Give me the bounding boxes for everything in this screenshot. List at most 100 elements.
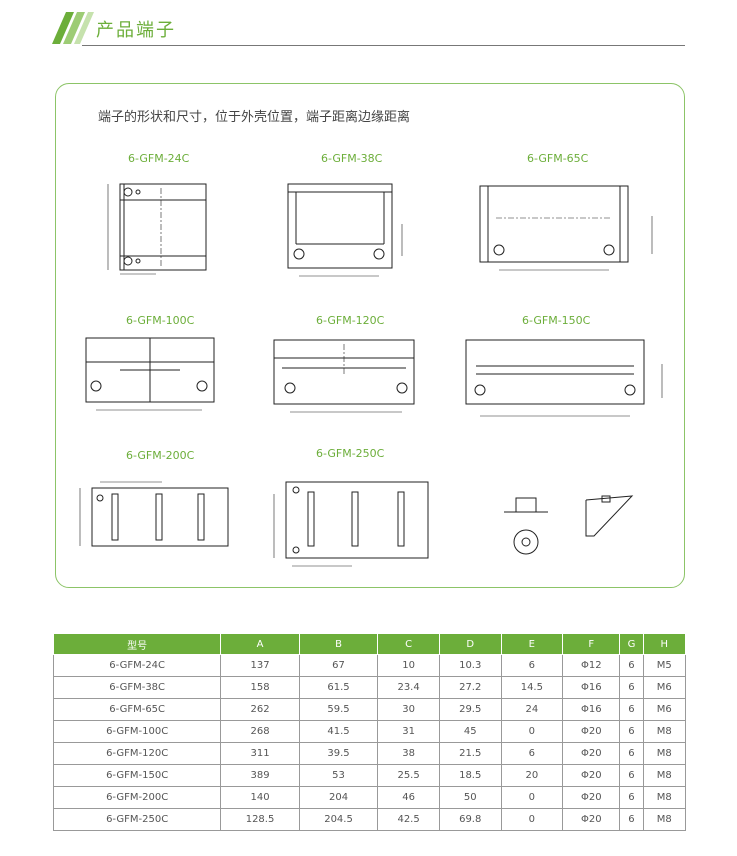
value-cell: 389 [220, 764, 300, 787]
value-cell: 6 [500, 742, 564, 765]
value-cell: 69.8 [438, 808, 502, 831]
value-cell: M5 [642, 654, 687, 677]
value-cell: 18.5 [438, 764, 502, 787]
value-cell: 204.5 [298, 808, 379, 831]
value-cell: M8 [642, 720, 687, 743]
value-cell: 204 [298, 786, 379, 809]
value-cell: 21.5 [438, 742, 502, 765]
value-cell: 50 [438, 786, 502, 809]
value-cell: Φ16 [562, 676, 621, 699]
value-cell: 38 [377, 742, 440, 765]
drawing-38c [287, 183, 403, 277]
model-cell: 6-GFM-120C [52, 742, 222, 765]
value-cell: 30 [377, 698, 440, 721]
slash-decoration-icon [52, 12, 94, 44]
value-cell: M8 [642, 742, 687, 765]
model-label-100c: 6-GFM-100C [126, 314, 195, 327]
value-cell: M8 [642, 764, 687, 787]
value-cell: 311 [220, 742, 300, 765]
value-cell: 20 [500, 764, 564, 787]
header-rule [82, 45, 685, 46]
model-label-38c: 6-GFM-38C [321, 152, 383, 165]
value-cell: 10 [377, 654, 440, 677]
model-label-65c: 6-GFM-65C [527, 152, 589, 165]
value-cell: 6 [619, 676, 644, 699]
value-cell: M8 [642, 786, 687, 809]
value-cell: 6 [619, 742, 644, 765]
value-cell: 6 [619, 720, 644, 743]
value-cell: 137 [220, 654, 300, 677]
col-header-f: F [562, 633, 621, 655]
model-label-120c: 6-GFM-120C [316, 314, 385, 327]
value-cell: M6 [642, 698, 687, 721]
value-cell: 53 [298, 764, 379, 787]
value-cell: 268 [220, 720, 300, 743]
model-cell: 6-GFM-65C [52, 698, 222, 721]
drawing-100c [85, 337, 215, 411]
model-label-24c: 6-GFM-24C [128, 152, 190, 165]
value-cell: 158 [220, 676, 300, 699]
value-cell: Φ12 [562, 654, 621, 677]
value-cell: 128.5 [220, 808, 300, 831]
value-cell: Φ20 [562, 720, 621, 743]
value-cell: 59.5 [298, 698, 379, 721]
col-header-model: 型号 [52, 633, 222, 655]
value-cell: 25.5 [377, 764, 440, 787]
col-header-h: H [642, 633, 687, 655]
value-cell: 6 [619, 786, 644, 809]
col-header-e: E [500, 633, 564, 655]
value-cell: 10.3 [438, 654, 502, 677]
value-cell: 140 [220, 786, 300, 809]
section-header: 产品端子 [52, 10, 685, 46]
value-cell: 45 [438, 720, 502, 743]
col-header-d: D [438, 633, 502, 655]
terminal-drawings-panel: 端子的形状和尺寸，位于外壳位置，端子距离边缘距离 6-GFM-24C 6-GFM… [55, 83, 685, 588]
table-header-row: 型号 A B C D E F G H [52, 633, 687, 655]
value-cell: 27.2 [438, 676, 502, 699]
value-cell: Φ20 [562, 742, 621, 765]
model-cell: 6-GFM-38C [52, 676, 222, 699]
value-cell: 42.5 [377, 808, 440, 831]
model-cell: 6-GFM-150C [52, 764, 222, 787]
model-label-150c: 6-GFM-150C [522, 314, 591, 327]
value-cell: 6 [619, 698, 644, 721]
col-header-c: C [377, 633, 440, 655]
drawing-250c [273, 481, 429, 567]
model-cell: 6-GFM-250C [52, 808, 222, 831]
battery-outline-drawings [79, 183, 663, 567]
value-cell: 41.5 [298, 720, 379, 743]
value-cell: 6 [619, 654, 644, 677]
col-header-g: G [619, 633, 644, 655]
value-cell: 67 [298, 654, 379, 677]
value-cell: 0 [500, 786, 564, 809]
drawing-200c [79, 481, 229, 547]
value-cell: Φ20 [562, 764, 621, 787]
section-title: 产品端子 [96, 20, 176, 41]
col-header-a: A [220, 633, 300, 655]
drawing-120c [273, 339, 415, 413]
drawing-150c [465, 339, 663, 417]
value-cell: 46 [377, 786, 440, 809]
value-cell: 6 [619, 808, 644, 831]
drawing-65c [479, 185, 653, 271]
model-cell: 6-GFM-200C [52, 786, 222, 809]
value-cell: 14.5 [500, 676, 564, 699]
model-cell: 6-GFM-24C [52, 654, 222, 677]
col-header-b: B [298, 633, 379, 655]
value-cell: M6 [642, 676, 687, 699]
value-cell: 6 [500, 654, 564, 677]
value-cell: Φ20 [562, 808, 621, 831]
terminal-detail-drawing [504, 495, 634, 555]
value-cell: 0 [500, 720, 564, 743]
model-label-250c: 6-GFM-250C [316, 447, 385, 460]
model-label-200c: 6-GFM-200C [126, 449, 195, 462]
panel-description: 端子的形状和尺寸，位于外壳位置，端子距离边缘距离 [98, 110, 411, 125]
value-cell: 262 [220, 698, 300, 721]
